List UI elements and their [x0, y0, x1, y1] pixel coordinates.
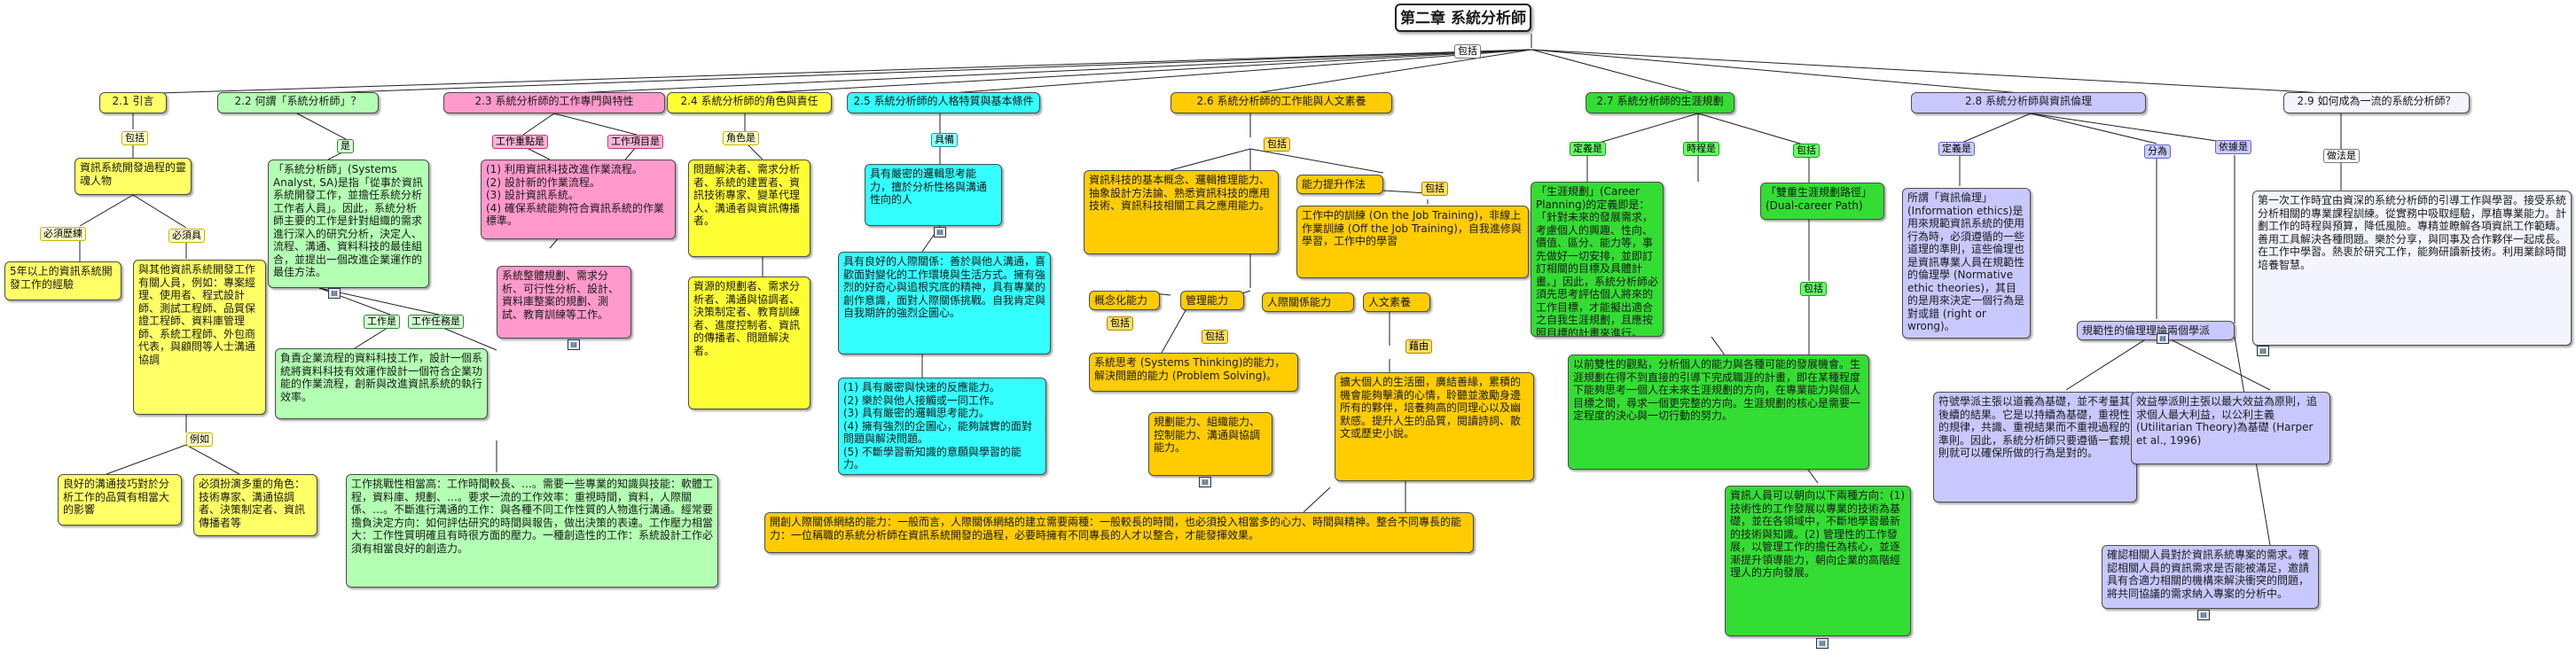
node-2-6-interpersonal[interactable]: 人際關係能力 — [1262, 292, 1354, 312]
attachment-icon[interactable]: ▤ — [2197, 610, 2210, 620]
branch-2-5-label: 具備 — [931, 133, 958, 147]
node-2-7-dual-career[interactable]: 「雙重生涯規劃路徑」(Dual-career Path) — [1760, 183, 1884, 220]
branch-2-6-label: 包括 — [1264, 137, 1290, 152]
label-2-8-basis: 依據是 — [2215, 140, 2251, 154]
node-2-3-focus[interactable]: (1) 利用資訊科技改進作業流程。 (2) 設計新的作業流程。 (3) 設計資訊… — [481, 160, 676, 239]
node-2-1-soul[interactable]: 資訊系統開發過程的靈魂人物 — [74, 158, 192, 195]
branch-2-1-label: 包括 — [121, 131, 148, 145]
label-2-7-schedule: 時程是 — [1683, 142, 1719, 156]
attachment-icon[interactable]: ▤ — [328, 288, 341, 299]
label-2-1-example: 例如 — [186, 432, 213, 447]
label-2-6-c: 藉由 — [1405, 339, 1432, 354]
node-2-5-conditions[interactable]: (1) 具有嚴密與快速的反應能力。 (2) 樂於與他人接觸或一同工作。 (3) … — [838, 378, 1046, 475]
attachment-icon[interactable]: ▤ — [1199, 477, 1211, 487]
branch-2-7-title[interactable]: 2.7 系統分析師的生涯規劃 — [1586, 92, 1734, 113]
node-2-6-management-skills[interactable]: 規劃能力、組織能力、控制能力、溝通與協調能力。 — [1148, 412, 1272, 476]
node-2-3-items[interactable]: 系統整體規劃、需求分析、可行性分析、設計、資料庫整案的規劃、測試、教育訓練等工作… — [497, 266, 631, 339]
branch-2-6-title[interactable]: 2.6 系統分析師的工作能與人文素養 — [1171, 92, 1392, 113]
label-2-7-definition: 定義是 — [1570, 142, 1606, 156]
node-2-8-requirements[interactable]: 確認相關人員對於資訊系統專案的需求。確認相關人員的資訊需求是否能被滿足，邀請具有… — [2102, 545, 2319, 609]
branch-2-9-label: 做法是 — [2323, 149, 2360, 163]
branch-2-2-title[interactable]: 2.2 何謂「系統分析師」？ — [217, 92, 379, 113]
label-2-2-work: 工作是 — [364, 315, 400, 329]
node-2-8-utilitarian[interactable]: 效益學派則主張以最大效益為原則，追求個人最大利益，以公利主義 (Utilitar… — [2131, 392, 2330, 464]
label-2-1-experience: 必須歷練 — [40, 227, 86, 241]
label-2-6-a: 包括 — [1107, 316, 1133, 331]
node-2-6-systems-thinking[interactable]: 系統思考 (Systems Thinking)的能力，解決問題的能力 (Prob… — [1089, 353, 1298, 392]
node-2-6-network[interactable]: 開創人際關係網絡的能力：一般而言，人際關係網絡的建立需要兩種：一般較長的時間，也… — [764, 512, 1474, 553]
branch-2-9-title[interactable]: 2.9 如何成為一流的系統分析師？ — [2283, 92, 2470, 113]
node-2-5-personality[interactable]: 具有良好的人際關係：善於與他人溝通，喜歡面對變化的工作環境與生活方式。擁有強烈的… — [838, 252, 1051, 354]
node-2-1-communicate[interactable]: 與其他資訊系統開發工作有關人員，例如：專案經理、使用者、程式設計師、測試工程師、… — [133, 260, 266, 415]
node-2-1-skills[interactable]: 良好的溝通技巧對於分析工作的品質有相當大的影響 — [58, 474, 182, 526]
node-2-8-deontology[interactable]: 符號學派主張以道義為基礎，並不考量其後續的結果。它是以持續為基礎，重視性的規律，… — [1933, 392, 2137, 502]
node-2-2-responsibility[interactable]: 負責企業流程的資料科技工作，設計一個系統將資料科技有效運作設計一個符合企業功能的… — [275, 348, 488, 419]
node-2-6-basic[interactable]: 資訊科技的基本概念、邏輯推理能力、抽象設計方法論、熟悉資訊科技的應用技術、資訊科… — [1084, 170, 1279, 254]
root-edge-label: 包括 — [1454, 44, 1481, 58]
branch-2-3-title[interactable]: 2.3 系統分析師的工作專門與特性 — [443, 92, 665, 113]
label-2-8-split: 分為 — [2144, 144, 2171, 159]
label-2-2-tasks: 工作任務是 — [408, 315, 464, 329]
node-2-9-how[interactable]: 第一次工作時宜由資深的系統分析師的引導工作與學習。接受系統分析相關的專業課程訓練… — [2252, 191, 2572, 346]
node-2-4-responsibility[interactable]: 資源的規劃者、需求分析者、溝通與協調者、決策制定者、教育訓練者、進度控制者、資訊… — [688, 276, 810, 409]
node-2-1-5-years[interactable]: 5年以上的資訊系統開發工作的經驗 — [4, 261, 121, 300]
label-2-7-include: 包括 — [1793, 144, 1820, 158]
attachment-icon[interactable]: ▤ — [1816, 638, 1828, 649]
node-2-2-definition[interactable]: 「系統分析師」(Systems Analyst, SA)是指「從事於資訊系統開發… — [268, 160, 429, 288]
label-2-8-definition: 定義是 — [1938, 142, 1975, 156]
node-2-6-management[interactable]: 管理能力 — [1180, 291, 1244, 310]
label-2-1-ability: 必須具 — [168, 229, 205, 243]
label-2-6-improve: 包括 — [1421, 182, 1448, 196]
node-2-5-logic[interactable]: 具有嚴密的邏輯思考能力，擅於分析性格與溝通性向的人 — [865, 164, 1002, 226]
node-2-6-improve[interactable]: 能力提升作法 — [1296, 175, 1383, 194]
branch-2-5-title[interactable]: 2.5 系統分析師的人格特質與基本條件 — [847, 92, 1040, 113]
node-2-6-humanities[interactable]: 人文素養 — [1363, 292, 1430, 312]
attachment-icon[interactable]: ▤ — [2157, 333, 2169, 344]
label-2-3-focus: 工作重點是 — [492, 135, 548, 149]
branch-2-4-title[interactable]: 2.4 系統分析師的角色與責任 — [667, 92, 832, 113]
attachment-icon[interactable]: ▤ — [568, 339, 580, 350]
label-2-3-items: 工作項目是 — [607, 135, 663, 149]
node-2-7-career-planning[interactable]: 「生涯規劃」(Career Planning)的定義即是：「針對未來的發展需求，… — [1531, 182, 1664, 337]
node-2-1-roles[interactable]: 必須扮演多重的角色：技術專家、溝通協調者、決策制定者、資訊傳播者等 — [193, 474, 317, 536]
branch-2-4-label: 角色是 — [723, 131, 759, 145]
branch-2-8-title[interactable]: 2.8 系統分析師與資訊倫理 — [1911, 92, 2146, 113]
branch-2-1-title[interactable]: 2.1 引言 — [99, 92, 167, 113]
node-2-6-humanities-detail[interactable]: 擴大個人的生活圈，廣結善緣，累積的機會能夠擊潰的心情，聆聽並激勵身邊所有的夥伴，… — [1335, 372, 1534, 481]
node-2-2-challenge[interactable]: 工作挑戰性相當高：工作時間較長、…。需要一些專業的知識與技能：軟體工程，資料庫、… — [346, 474, 718, 588]
label-2-6-b: 包括 — [1202, 330, 1228, 344]
branch-2-2-label: 是 — [337, 139, 354, 153]
node-2-4-roles[interactable]: 問題解決者、需求分析者、系統的建置者、資訊技術專家、變革代理人、溝通者與資訊傳播… — [688, 160, 810, 257]
attachment-icon[interactable]: ▤ — [934, 227, 946, 238]
node-2-8-info-ethics[interactable]: 所謂「資訊倫理」(Information ethics)是用來規範資訊系統的使用… — [1902, 188, 2031, 339]
node-2-6-concept[interactable]: 概念化能力 — [1089, 291, 1160, 310]
node-2-8-two-schools[interactable]: 規範性的倫理理論兩個學派 — [2077, 321, 2235, 340]
node-2-6-training[interactable]: 工作中的訓練 (On the Job Training)，非線上作業訓練 (Of… — [1296, 206, 1529, 278]
node-2-7-analysis[interactable]: 以前雙性的觀點，分析個人的能力與各種可能的發展機會。生涯規劃在得不到直接的引導下… — [1568, 354, 1869, 470]
node-2-7-directions[interactable]: 資訊人員可以朝向以下兩種方向：(1) 技術性的工作發展以專業的技術為基礎，並在各… — [1725, 486, 1911, 636]
root-title[interactable]: 第二章 系統分析師 — [1395, 4, 1531, 32]
label-2-7-d: 包括 — [1800, 282, 1827, 296]
attachment-icon[interactable]: ▤ — [2257, 346, 2269, 356]
